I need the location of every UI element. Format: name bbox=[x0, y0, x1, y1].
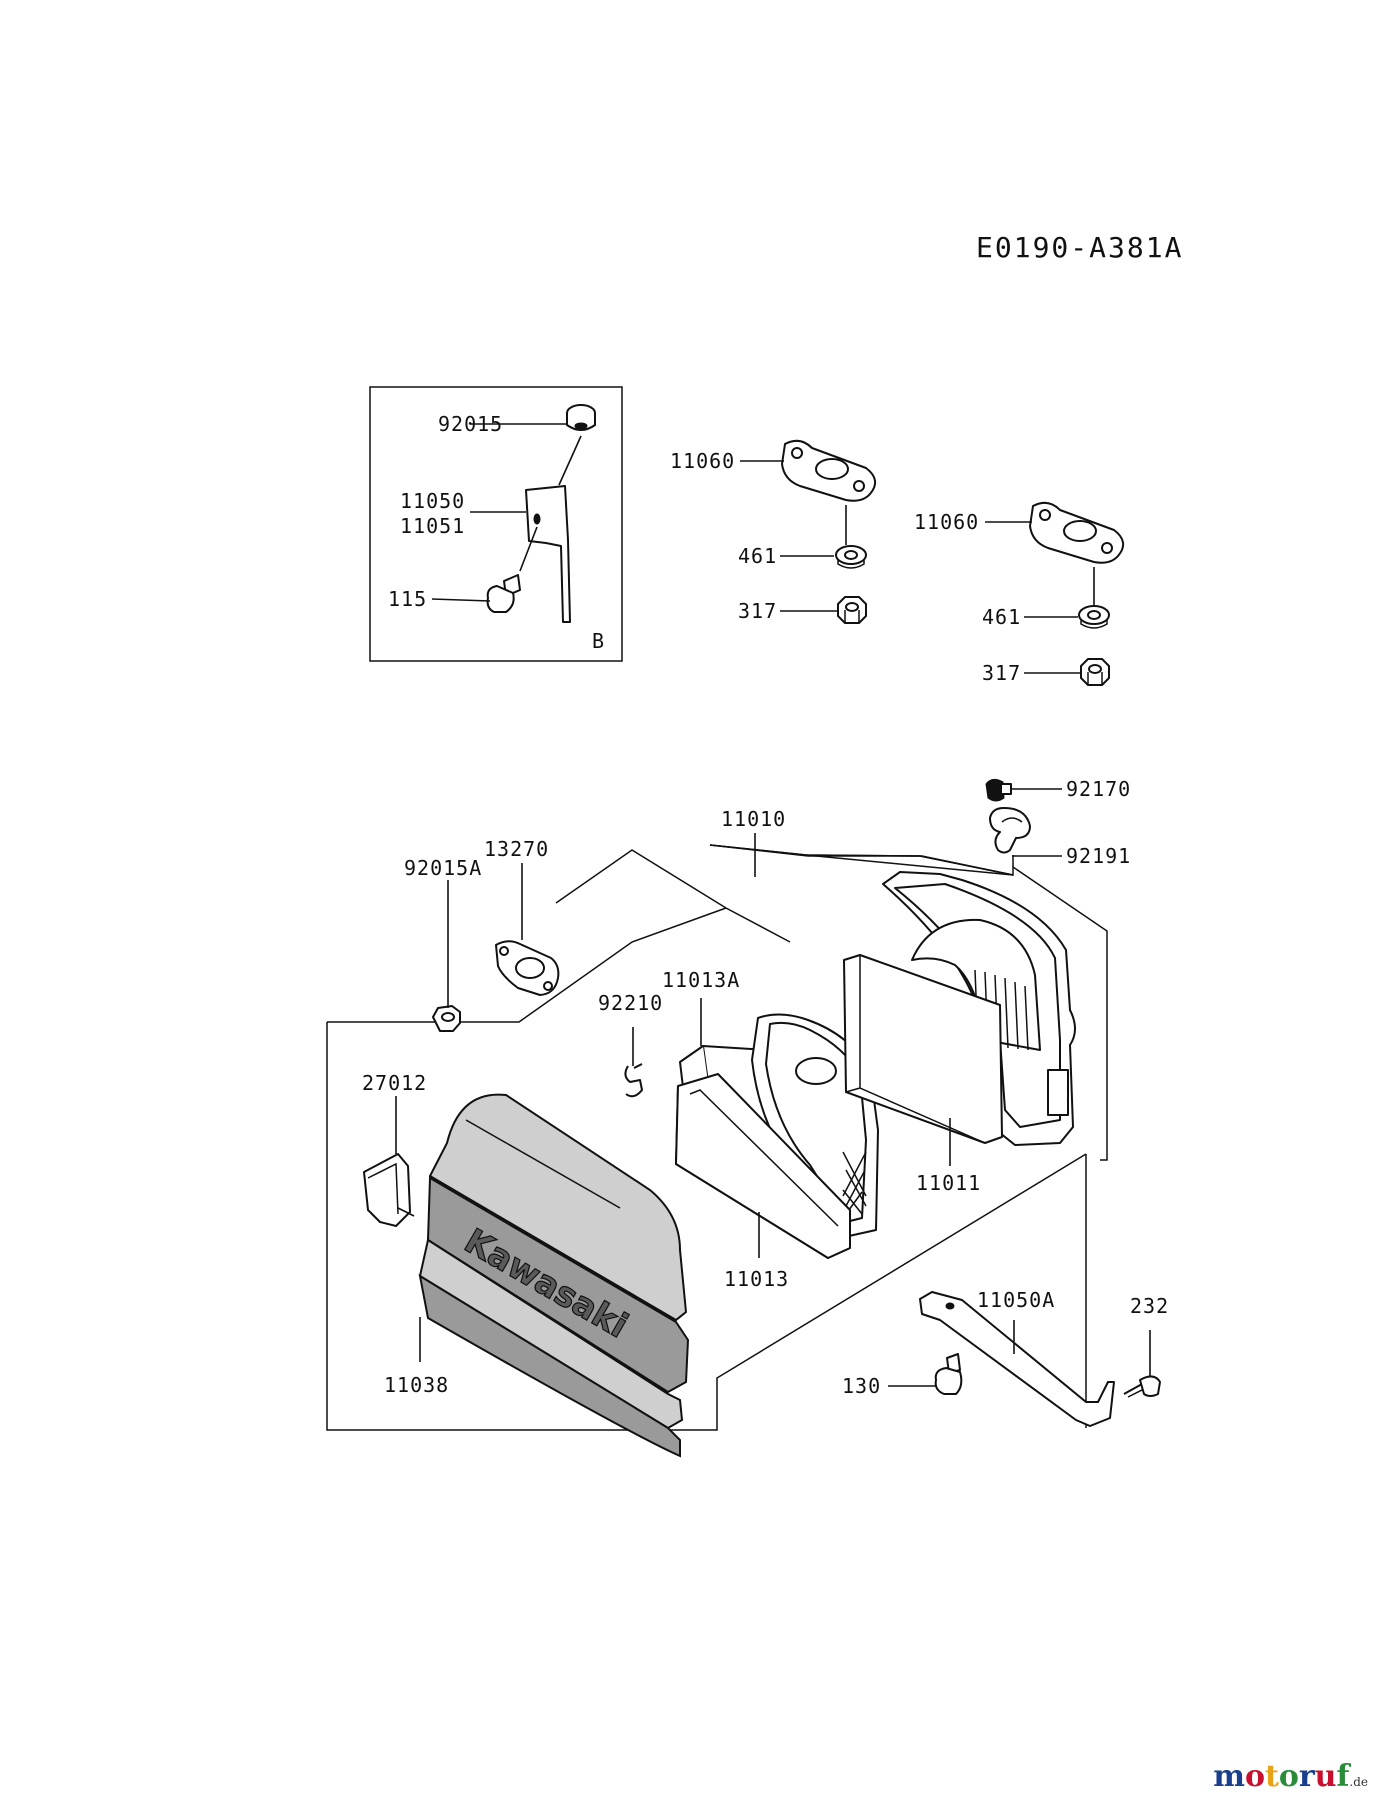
nut-317-left bbox=[837, 596, 867, 624]
inset-frame bbox=[369, 386, 623, 662]
label-11060-left: 11060 bbox=[670, 449, 735, 473]
label-11011: 11011 bbox=[916, 1171, 981, 1195]
label-130: 130 bbox=[842, 1374, 881, 1398]
clip-92210 bbox=[624, 1063, 643, 1098]
gasket-11060-right bbox=[1029, 501, 1125, 564]
label-11050A: 11050A bbox=[977, 1288, 1055, 1312]
assembly-brackets bbox=[326, 844, 1108, 1431]
label-11010: 11010 bbox=[721, 807, 786, 831]
watermark-letter: o bbox=[1278, 1759, 1299, 1794]
diagram-code: E0190-A381A bbox=[976, 231, 1183, 264]
label-461-right: 461 bbox=[982, 605, 1021, 629]
label-13270: 13270 bbox=[484, 837, 549, 861]
nut-92015 bbox=[566, 404, 596, 431]
label-317-right: 317 bbox=[982, 661, 1021, 685]
clip-27012 bbox=[363, 1153, 411, 1227]
label-115: 115 bbox=[388, 587, 427, 611]
nut-317-right bbox=[1080, 658, 1110, 686]
watermark-letter: f bbox=[1336, 1759, 1350, 1794]
inset-label: B bbox=[592, 629, 605, 653]
watermark-letter: t bbox=[1264, 1759, 1279, 1794]
label-92015: 92015 bbox=[438, 412, 503, 436]
watermark-letter: u bbox=[1314, 1759, 1337, 1794]
label-11013A: 11013A bbox=[662, 968, 740, 992]
watermark-letter: o bbox=[1244, 1759, 1265, 1794]
label-92191: 92191 bbox=[1066, 844, 1131, 868]
gasket-11060-left bbox=[781, 439, 877, 502]
gasket-13270 bbox=[495, 940, 560, 996]
label-11050: 11050 bbox=[400, 489, 465, 513]
label-92015A: 92015A bbox=[404, 856, 482, 880]
nut-92015A bbox=[432, 1005, 461, 1032]
screw-232 bbox=[1123, 1375, 1161, 1398]
inset-b: B 92015 11050 11051 115 bbox=[369, 386, 623, 662]
label-92170: 92170 bbox=[1066, 777, 1131, 801]
lockwasher-461-right bbox=[1078, 605, 1110, 629]
watermark-suffix: .de bbox=[1349, 1775, 1368, 1789]
lockwasher-461-left bbox=[835, 545, 867, 569]
filter-11013 bbox=[675, 1073, 851, 1259]
label-27012: 27012 bbox=[362, 1071, 427, 1095]
label-317-left: 317 bbox=[738, 599, 777, 623]
watermark-letter: m bbox=[1213, 1759, 1245, 1794]
bolt-115 bbox=[486, 574, 521, 613]
label-11038: 11038 bbox=[384, 1373, 449, 1397]
label-11060-right: 11060 bbox=[914, 510, 979, 534]
label-232: 232 bbox=[1130, 1294, 1169, 1318]
watermark-letter: r bbox=[1298, 1759, 1315, 1794]
clamp-92191 bbox=[989, 807, 1031, 854]
clip-92170 bbox=[985, 778, 1012, 802]
bolt-130 bbox=[934, 1353, 963, 1395]
cover-11038: Kawasaki bbox=[418, 1093, 690, 1458]
label-11051: 11051 bbox=[400, 514, 465, 538]
watermark-logo: motoruf.de bbox=[1213, 1759, 1368, 1794]
bracket-11050 bbox=[525, 485, 571, 623]
label-11013: 11013 bbox=[724, 1267, 789, 1291]
label-92210: 92210 bbox=[598, 991, 663, 1015]
label-461-left: 461 bbox=[738, 544, 777, 568]
base-11011 bbox=[843, 954, 1003, 1144]
bracket-11050A bbox=[919, 1291, 1115, 1427]
